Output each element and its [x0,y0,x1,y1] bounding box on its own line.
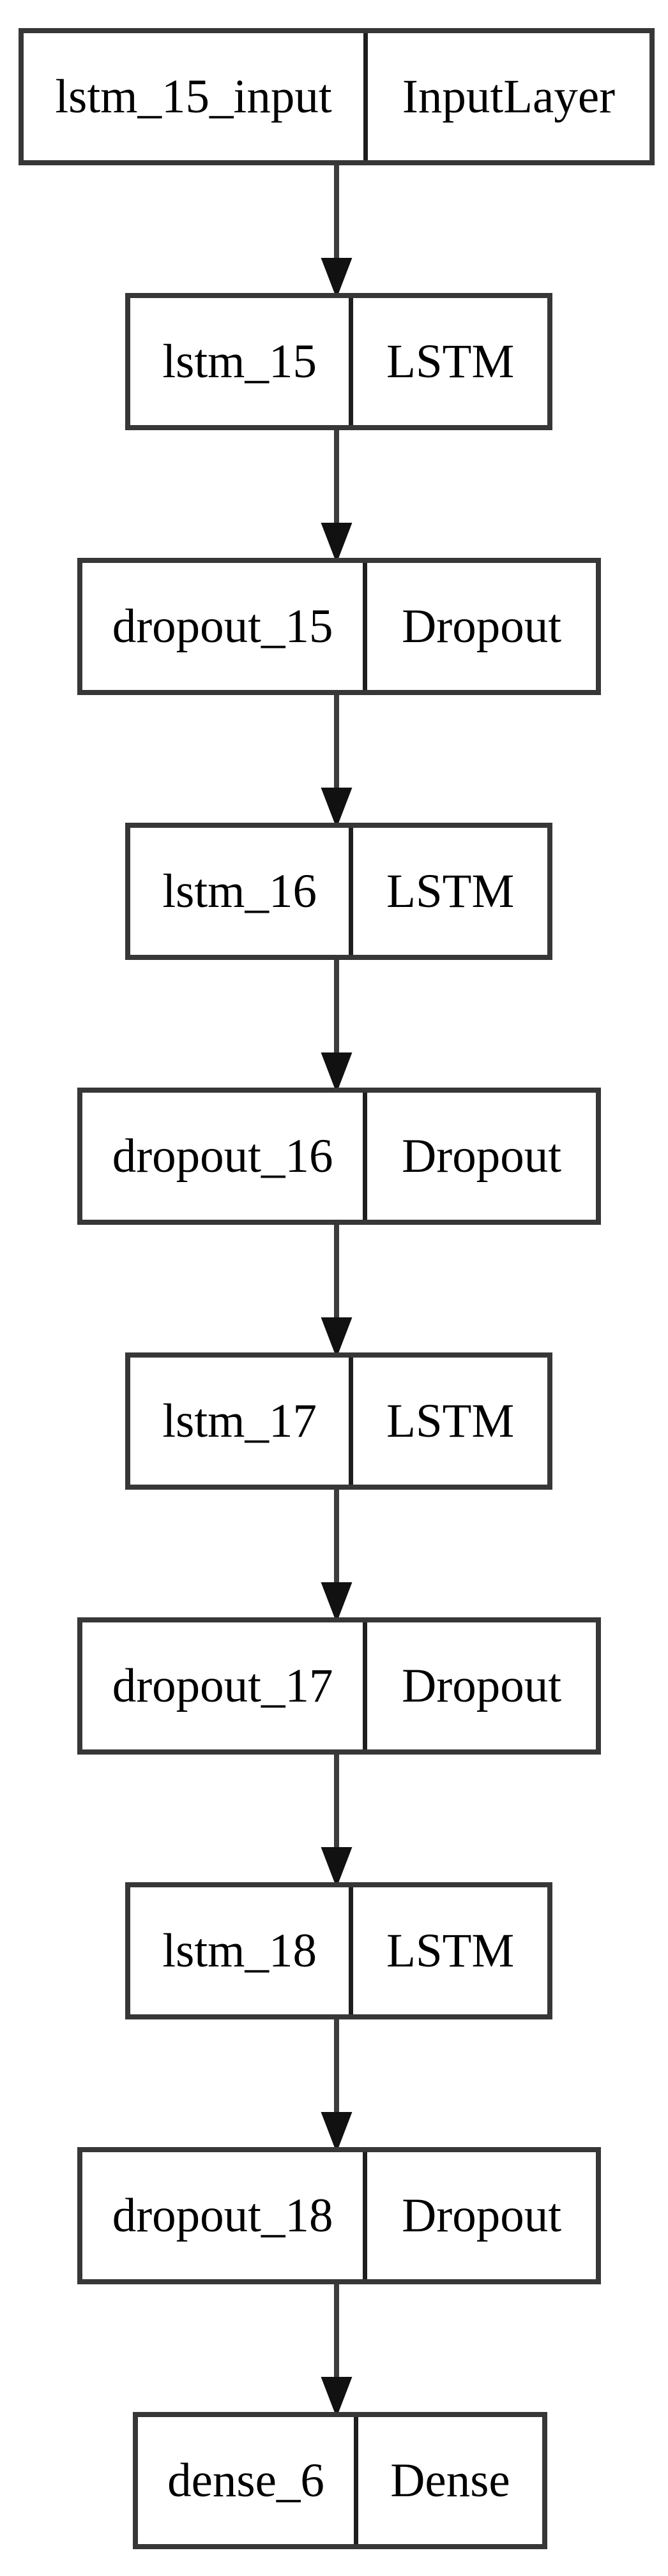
layer-type-cell: Dense [390,2454,510,2507]
edge-lstm_15_input-to-lstm_15 [321,163,353,299]
layer-type-cell: Dropout [402,600,562,653]
layer-node-lstm-15: lstm_15 LSTM [125,293,552,430]
arrowhead-icon [321,523,353,564]
layer-type-cell: InputLayer [402,70,616,123]
layer-type-cell: LSTM [386,1395,515,1448]
layer-name-cell: lstm_16 [130,828,354,955]
arrowhead-icon [321,1052,353,1093]
layer-node-lstm-16: lstm_16 LSTM [125,823,552,960]
edge-dropout_18-to-dense_6 [321,2282,353,2418]
layer-name-cell: lstm_15_input [24,33,368,160]
layer-type-cell: Dropout [402,1130,562,1183]
edge-dropout_15-to-lstm_16 [321,693,353,828]
arrowhead-icon [321,1847,353,1888]
layer-node-dropout-17: dropout_17 Dropout [77,1617,601,1755]
layer-type-cell: LSTM [386,335,515,388]
layer-name-cell: dropout_16 [82,1093,368,1220]
layer-name-cell: dropout_17 [82,1622,368,1749]
layer-node-lstm-17: lstm_17 LSTM [125,1352,552,1490]
arrowhead-icon [321,1582,353,1623]
arrowhead-icon [321,1317,353,1358]
layer-name-cell: lstm_17 [130,1358,354,1485]
layer-node-dropout-18: dropout_18 Dropout [77,2147,601,2284]
edge-lstm_17-to-dropout_17 [321,1487,353,1623]
arrowhead-icon [321,2112,353,2153]
arrowhead-icon [321,2377,353,2418]
layer-type-cell: LSTM [386,1924,515,1977]
arrowhead-icon [321,258,353,299]
edge-lstm_18-to-dropout_18 [321,2017,353,2153]
layer-name-cell: lstm_15 [130,298,354,425]
layer-node-dropout-15: dropout_15 Dropout [77,558,601,695]
layer-name-cell: dropout_15 [82,563,368,690]
layer-name-cell: dropout_18 [82,2152,368,2279]
layer-node-lstm-18: lstm_18 LSTM [125,1882,552,2019]
edge-lstm_16-to-dropout_16 [321,957,353,1093]
layer-type-cell: Dropout [402,2189,562,2242]
edge-dropout_17-to-lstm_18 [321,1752,353,1888]
layer-node-dropout-16: dropout_16 Dropout [77,1088,601,1225]
layer-type-cell: LSTM [386,865,515,918]
edge-dropout_16-to-lstm_17 [321,1222,353,1358]
arrowhead-icon [321,788,353,828]
layer-name-cell: dense_6 [138,2417,358,2544]
layer-name-cell: lstm_18 [130,1887,354,2014]
layer-node-dense-6: dense_6 Dense [133,2412,547,2549]
edge-lstm_15-to-dropout_15 [321,428,353,564]
layer-type-cell: Dropout [402,1659,562,1712]
layer-node-lstm-15-input: lstm_15_input InputLayer [19,28,655,165]
